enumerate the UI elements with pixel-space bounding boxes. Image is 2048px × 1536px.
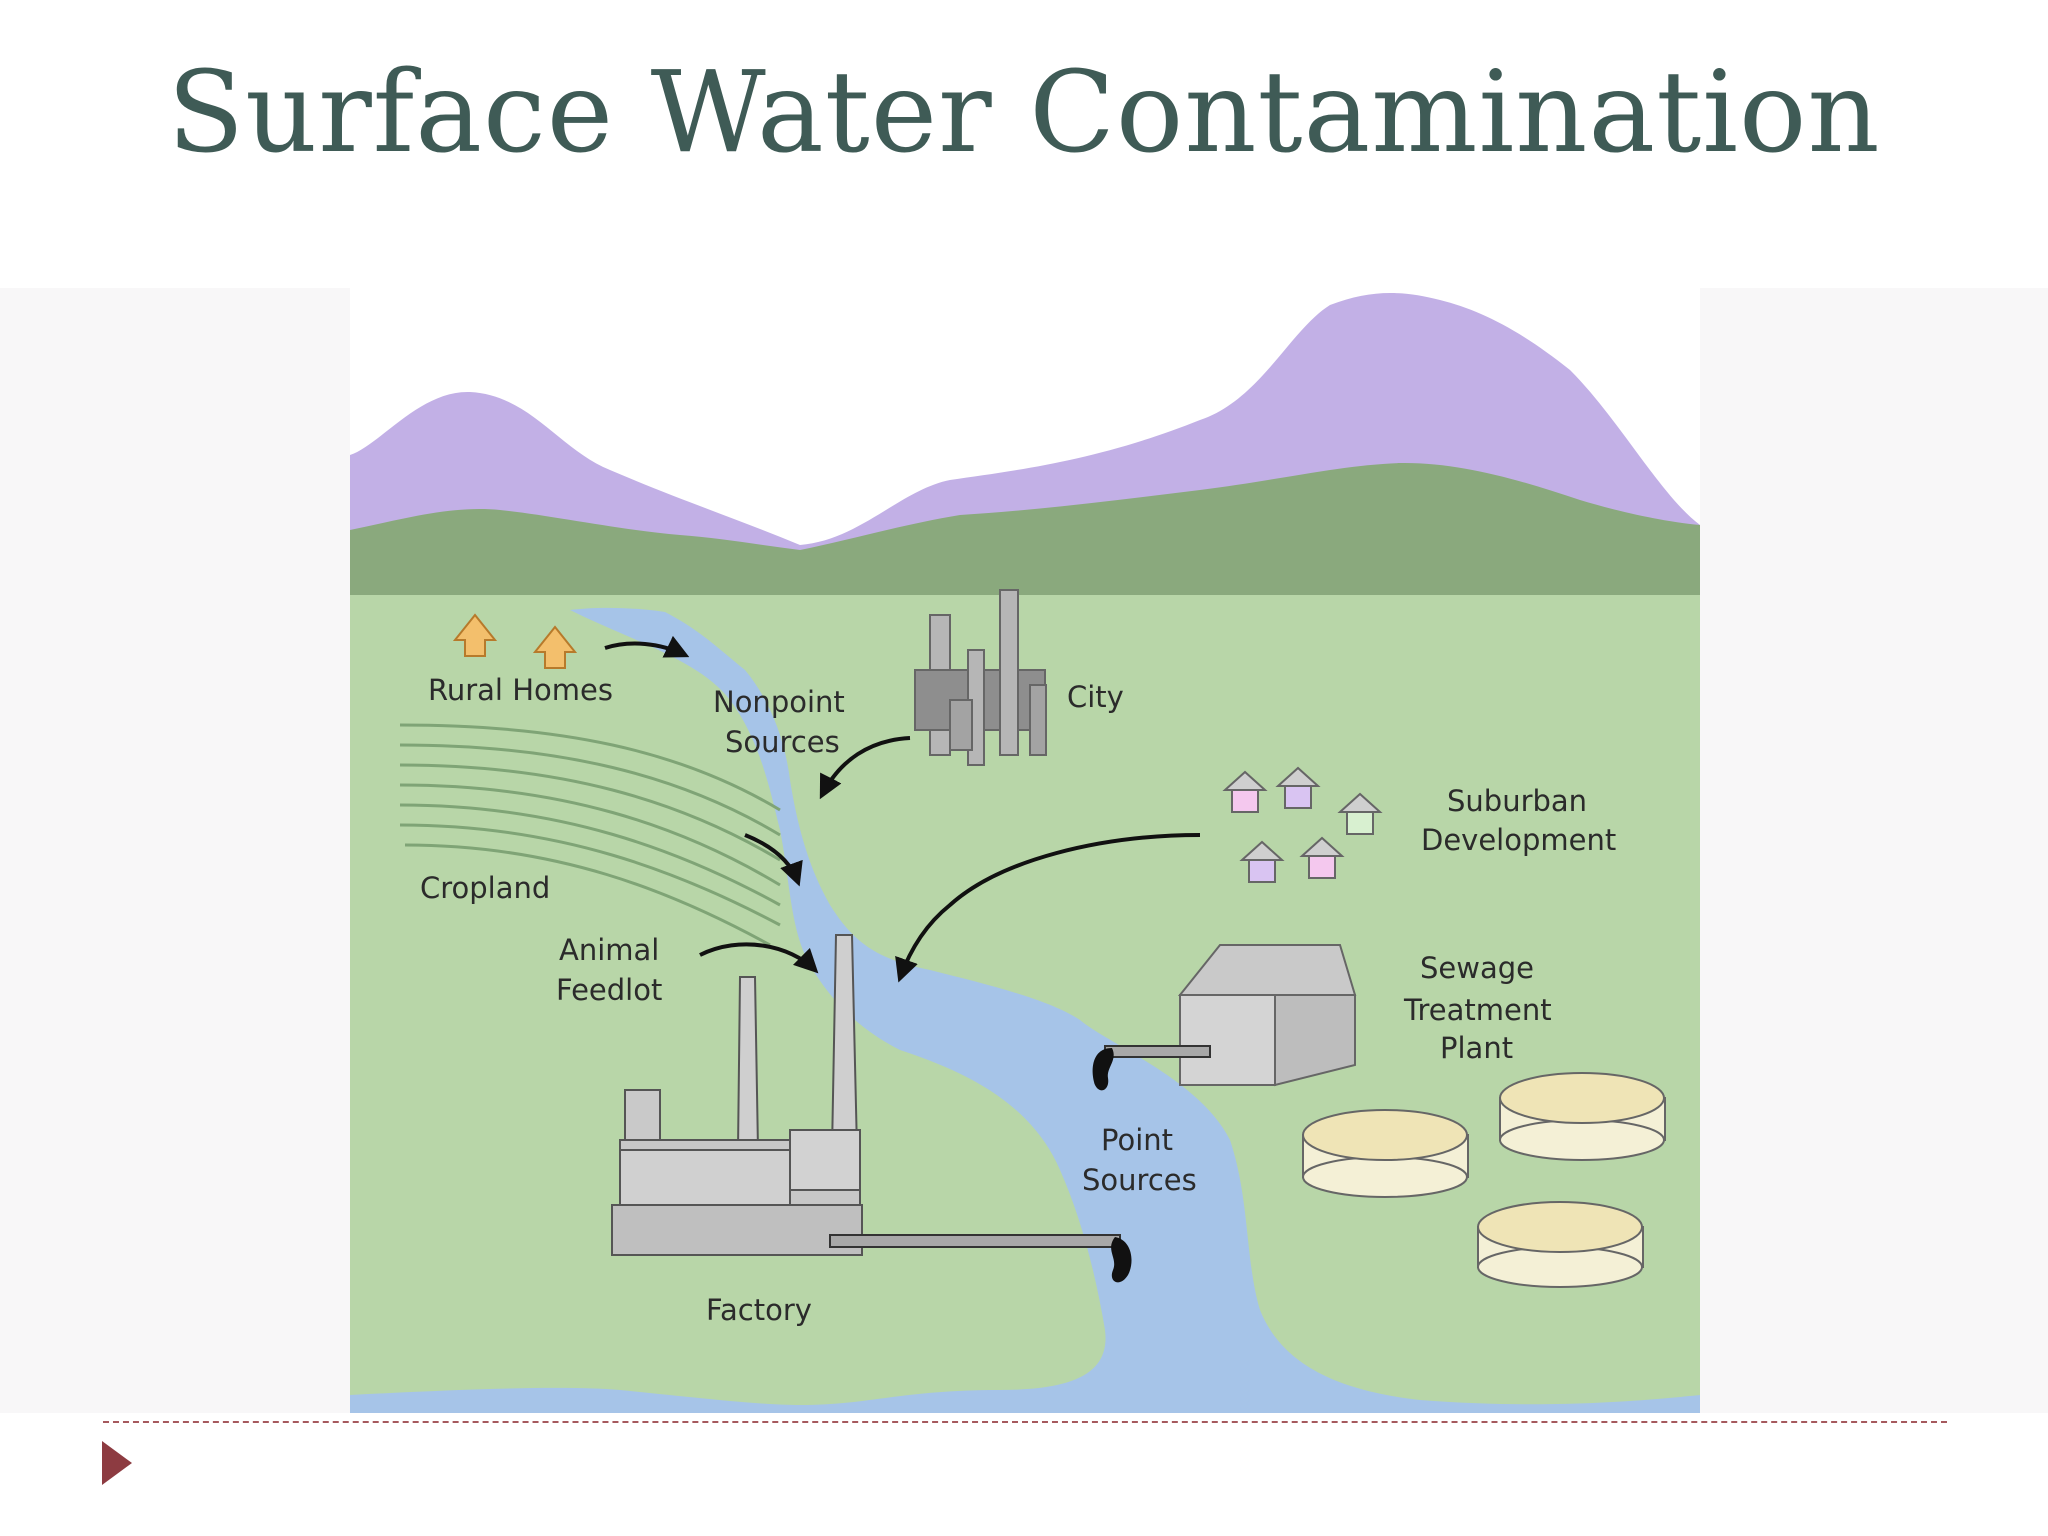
suburban-house-icon: [1337, 792, 1383, 835]
left-margin-panel: [0, 288, 352, 1413]
label-feedlot-line1: Animal: [559, 933, 659, 967]
sewage-building-icon: [1177, 944, 1357, 1087]
slide-title: Surface Water Contamination: [167, 48, 1881, 178]
suburban-arrow: [895, 833, 1201, 983]
label-rural-homes: Rural Homes: [428, 673, 613, 707]
hill-edge: [350, 599, 720, 620]
label-suburban-line1: Suburban: [1447, 784, 1587, 818]
factory-outfall-pipe: [829, 1234, 1121, 1248]
label-city: City: [1067, 680, 1124, 714]
label-factory: Factory: [706, 1293, 812, 1327]
slide-bullet-arrow-icon: [102, 1441, 132, 1485]
treatment-tank-icon: [1477, 1201, 1644, 1288]
label-cropland: Cropland: [420, 871, 550, 905]
hills: [350, 462, 1700, 620]
footer-divider: [103, 1421, 1947, 1423]
label-nonpoint-line1: Nonpoint: [713, 685, 845, 719]
rural-arrow: [604, 635, 690, 658]
right-margin-panel: [1700, 288, 2048, 1413]
label-point-line1: Point: [1101, 1123, 1173, 1157]
feedlot-arrow: [699, 942, 819, 974]
label-sewage-line3: Plant: [1440, 1031, 1513, 1065]
factory-discharge-icon: [1111, 1237, 1132, 1283]
suburban-house-icon: [1239, 840, 1285, 883]
cropland-rows-icon: [399, 723, 781, 947]
rural-home-icon: [452, 613, 498, 657]
label-feedlot-line2: Feedlot: [556, 973, 662, 1007]
city-buildings-icon: [914, 589, 1047, 766]
suburban-house-icon: [1275, 766, 1321, 809]
river: [350, 607, 1700, 1413]
city-arrow: [819, 736, 911, 800]
label-sewage-line2: Treatment: [1403, 993, 1552, 1027]
rural-home-icon: [532, 625, 578, 669]
factory-icon: [611, 934, 863, 1256]
suburban-house-icon: [1222, 770, 1268, 813]
sewage-discharge-icon: [1092, 1048, 1114, 1091]
sewage-outfall-pipe: [1104, 1045, 1211, 1058]
treatment-tank-icon: [1302, 1109, 1469, 1198]
label-sewage-line1: Sewage: [1420, 951, 1534, 985]
label-nonpoint-line2: Sources: [725, 725, 840, 759]
treatment-tank-icon: [1499, 1072, 1666, 1161]
label-point-line2: Sources: [1082, 1163, 1197, 1197]
cropland-arrow: [744, 833, 803, 887]
suburban-house-icon: [1299, 836, 1345, 879]
label-suburban-line2: Development: [1421, 823, 1616, 857]
